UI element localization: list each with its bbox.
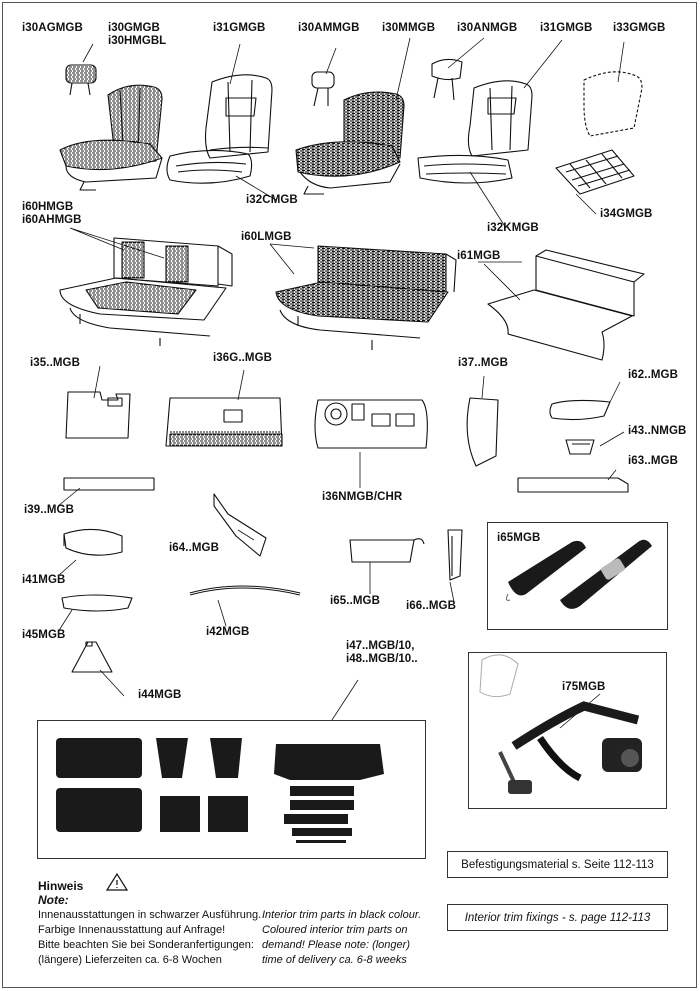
note-english: Interior trim parts in black colour. Col…: [262, 908, 421, 968]
label-i31gmgb-b: i31GMGB: [540, 22, 593, 34]
spring-i34gmgb: [555, 149, 635, 195]
label-i60ahmgb: i60AHMGB: [22, 214, 82, 226]
cushion-i32cmgb: [166, 149, 253, 184]
label-i30agmgb: i30AGMGB: [22, 22, 83, 34]
headrest-i30anmgb: [431, 58, 463, 101]
trim-kit-box: [37, 720, 426, 859]
label-i75mgb: i75MGB: [562, 681, 606, 693]
note-en-line: Interior trim parts in black colour.: [262, 909, 422, 921]
armrest-i41: [63, 528, 123, 556]
gaiter-i44: [71, 641, 113, 673]
label-i42mgb: i42MGB: [206, 626, 250, 638]
panel-i35: [65, 391, 131, 439]
backrest-i31gmgb-a: [204, 74, 273, 159]
note-de-line: Farbige Innenausstattung auf Anfrage!: [38, 924, 226, 936]
label-i60hmgb: i60HMGB: [22, 201, 74, 213]
label-i44mgb: i44MGB: [138, 689, 182, 701]
label-i31gmgb-a: i31GMGB: [213, 22, 266, 34]
trim-i39: [63, 477, 155, 491]
fixings-en-box: Interior trim fixings - s. page 112-113: [447, 904, 668, 931]
note-de-line: (längere) Lieferzeiten ca. 6-8 Wochen: [38, 954, 222, 966]
trim-kit-photo: [56, 738, 384, 843]
label-i41mgb: i41MGB: [22, 574, 66, 586]
seat-i30mmgb: [295, 91, 405, 195]
label-i35mgb: i35..MGB: [30, 357, 81, 369]
headrest-i30agmgb: [65, 64, 97, 96]
trim-i64: [213, 493, 267, 557]
fixings-de-box: Befestigungsmaterial s. Seite 112-113: [447, 851, 668, 878]
i65-photo-box: [487, 522, 668, 630]
note-german: Innenausstattungen in schwarzer Ausführu…: [38, 908, 261, 968]
note-de-line: Innenausstattungen in schwarzer Ausführu…: [38, 909, 262, 921]
label-i30hmgbl: i30HMGBL: [108, 35, 167, 47]
seatbelt-photo: [479, 654, 642, 794]
label-i63mgb: i63..MGB: [628, 455, 679, 467]
label-i65mgb-box: i65MGB: [497, 532, 541, 544]
label-i32kmgb: i32KMGB: [487, 222, 539, 234]
bench-i60hmgb: [59, 237, 233, 346]
label-i43nmgb: i43..NMGB: [628, 425, 687, 437]
trim-i62: [549, 399, 611, 421]
label-i30mmgb: i30MMGB: [382, 22, 436, 34]
headrest-i30ammgb: [311, 71, 335, 107]
note-en-line: time of delivery ca. 6-8 weeks: [262, 954, 407, 966]
label-i39mgb: i39..MGB: [24, 504, 75, 516]
warning-triangle-icon: [105, 872, 129, 891]
label-i60lmgb: i60LMGB: [241, 231, 292, 243]
doorpanel-i36g: [165, 397, 283, 447]
trim-i66: [447, 529, 463, 581]
label-i30gmgb-group: i30GMGB i30HMGBL: [108, 22, 166, 48]
note-subheading: Note:: [38, 893, 69, 907]
label-i32cmgb: i32CMGB: [246, 194, 298, 206]
label-i62mgb: i62..MGB: [628, 369, 679, 381]
bench-i61mgb: [487, 249, 645, 361]
note-en-line: demand! Please note: (longer): [262, 939, 410, 951]
label-i33gmgb: i33GMGB: [613, 22, 666, 34]
label-i30gmgb: i30GMGB: [108, 22, 160, 34]
label-i48mgb: i48..MGB/10..: [346, 653, 418, 665]
note-de-line: Bitte beachten Sie bei Sonderanfertigung…: [38, 939, 254, 951]
i75-photo-box: [468, 652, 667, 809]
note-en-line: Coloured interior trim parts on: [262, 924, 408, 936]
label-i60-group: i60HMGB i60AHMGB: [22, 201, 81, 227]
label-i61mgb: i61MGB: [457, 250, 501, 262]
label-i36gmgb: i36G..MGB: [213, 352, 273, 364]
label-i30anmgb: i30ANMGB: [457, 22, 518, 34]
label-i30ammgb: i30AMMGB: [298, 22, 360, 34]
label-i47mgb: i47..MGB/10,: [346, 640, 415, 652]
trim-i63: [517, 477, 629, 493]
label-i34gmgb: i34GMGB: [600, 208, 653, 220]
doorpanel-i36n: [314, 399, 428, 449]
label-i65mgb: i65..MGB: [330, 595, 381, 607]
backrest-i31gmgb-b: [467, 80, 533, 157]
kickpanel-i37: [466, 397, 499, 467]
label-i66mgb: i66..MGB: [406, 600, 457, 612]
label-i64mgb: i64..MGB: [169, 542, 220, 554]
visor-i65: [349, 538, 425, 563]
trim-i43: [565, 439, 595, 455]
armrest-i45: [61, 594, 133, 612]
strip-i42: [189, 585, 301, 596]
visors-black-photo: [505, 539, 652, 609]
cushion-i32kmgb: [417, 154, 513, 184]
note-heading: Hinweis: [38, 879, 84, 893]
label-i37mgb: i37..MGB: [458, 357, 509, 369]
bench-i60lmgb: [275, 245, 457, 350]
seat-i30gmgb: [59, 84, 163, 191]
frame-i33gmgb: [583, 71, 643, 137]
label-i45mgb: i45MGB: [22, 629, 66, 641]
label-i47-group: i47..MGB/10, i48..MGB/10..: [346, 640, 418, 666]
label-i36nmgb: i36NMGB/CHR: [322, 491, 403, 503]
